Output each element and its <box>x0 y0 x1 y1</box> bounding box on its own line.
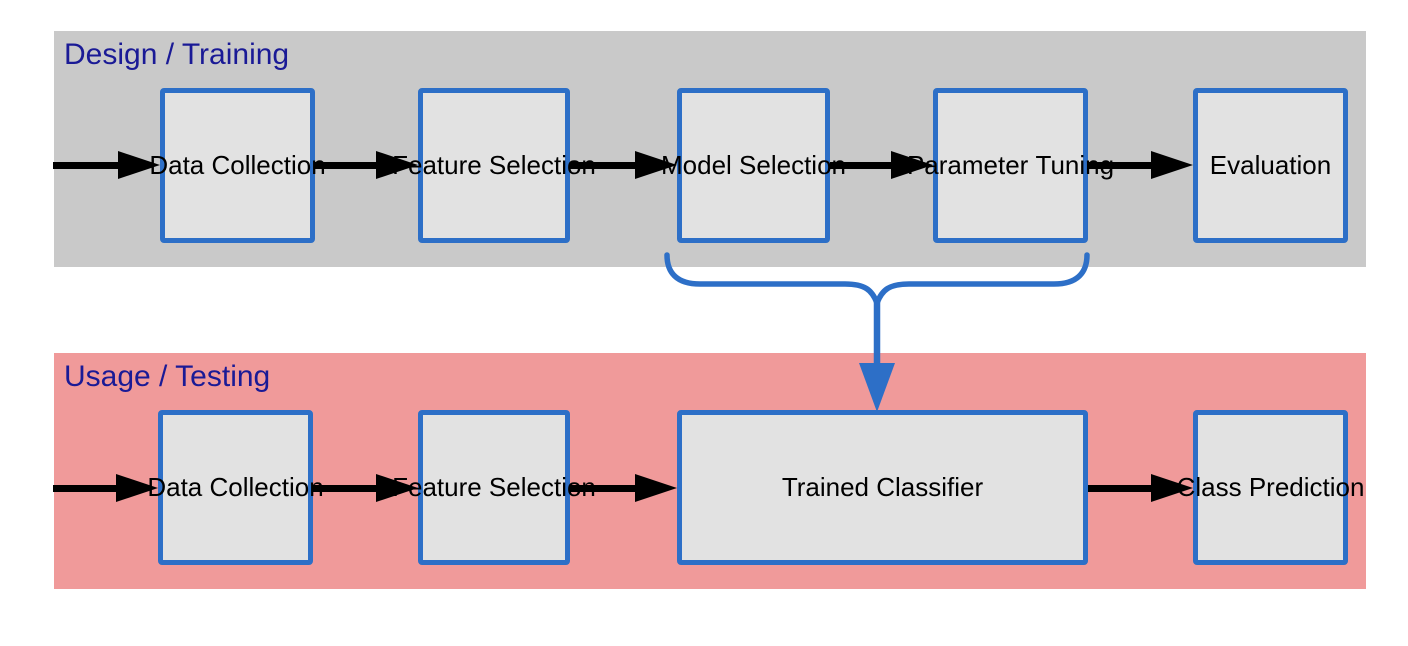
flow-arrow-icon <box>315 151 418 179</box>
box-data-collection-usage: Data Collection <box>147 410 324 565</box>
brace-connector <box>664 252 1090 412</box>
box-data-collection-design: Data Collection <box>149 88 326 243</box>
arrow-head-icon <box>635 474 677 502</box>
arrow-head-icon <box>891 151 933 179</box>
flow-arrow-icon <box>570 151 677 179</box>
box-label: Data Collection <box>149 149 326 180</box>
flow-arrow-icon <box>830 151 933 179</box>
arrow-line <box>570 161 641 169</box>
arrow-line <box>315 161 382 169</box>
arrow-line <box>830 161 897 169</box>
usage-testing-title: Usage / Testing <box>64 360 271 393</box>
down-arrow-head-icon <box>859 363 895 412</box>
arrow-head-icon <box>376 151 418 179</box>
design-training-title: Design / Training <box>64 38 290 71</box>
box-model-selection: Model Selection <box>661 88 846 243</box>
box-label: Feature Selection <box>392 471 596 502</box>
box-label: Data Collection <box>147 471 324 502</box>
box-feature-selection-design: Feature Selection <box>392 88 596 243</box>
brace-icon <box>664 252 1090 306</box>
arrow-line <box>1088 161 1157 169</box>
box-label: Parameter Tuning <box>906 149 1115 180</box>
arrow-line <box>1088 484 1157 492</box>
box-trained-classifier: Trained Classifier <box>677 410 1088 565</box>
flow-arrow-icon <box>53 151 160 179</box>
arrow-head-icon <box>118 151 160 179</box>
arrow-head-icon <box>1151 474 1193 502</box>
flow-arrow-icon <box>313 474 418 502</box>
box-label: Feature Selection <box>392 149 596 180</box>
box-label: Trained Classifier <box>781 471 984 502</box>
arrow-line <box>53 484 122 492</box>
arrow-line <box>313 484 382 492</box>
flow-arrow-icon <box>570 474 677 502</box>
box-class-prediction: Class Prediction <box>1177 410 1364 565</box>
box-label: Model Selection <box>661 149 846 180</box>
arrow-head-icon <box>635 151 677 179</box>
flow-arrow-icon <box>1088 151 1193 179</box>
box-parameter-tuning: Parameter Tuning <box>907 88 1114 243</box>
flow-arrow-icon <box>1088 474 1193 502</box>
box-label: Evaluation <box>1209 149 1332 180</box>
box-feature-selection-usage: Feature Selection <box>392 410 596 565</box>
arrow-head-icon <box>116 474 158 502</box>
arrow-line <box>570 484 641 492</box>
flow-arrow-icon <box>53 474 158 502</box>
arrow-line <box>53 161 124 169</box>
box-label: Class Prediction <box>1176 471 1365 502</box>
arrow-head-icon <box>376 474 418 502</box>
box-evaluation: Evaluation <box>1193 88 1348 243</box>
arrow-head-icon <box>1151 151 1193 179</box>
